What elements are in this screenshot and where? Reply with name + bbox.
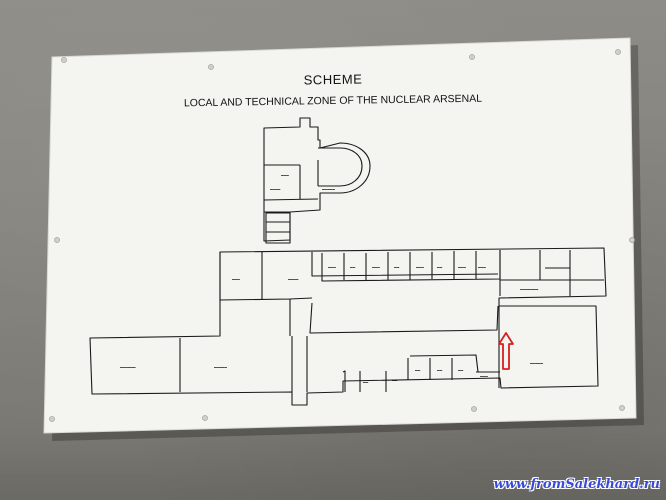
- svg-text:▬▬▬▬▬: ▬▬▬▬▬: [322, 188, 335, 191]
- svg-text:▬▬▬▬▬▬: ▬▬▬▬▬▬: [120, 366, 136, 369]
- board-panel: [43, 37, 637, 434]
- svg-text:▬▬▬: ▬▬▬: [328, 266, 336, 269]
- main-building: [89, 247, 607, 406]
- svg-text:▬▬▬▬▬: ▬▬▬▬▬: [530, 362, 543, 365]
- svg-text:▬▬: ▬▬: [437, 369, 443, 372]
- wall-shadow: [0, 430, 666, 500]
- svg-text:▬▬: ▬▬: [415, 369, 421, 372]
- svg-text:▬▬▬▬: ▬▬▬▬: [288, 278, 299, 281]
- svg-text:▬▬▬: ▬▬▬: [281, 174, 289, 177]
- svg-text:▬▬: ▬▬: [458, 369, 464, 372]
- svg-text:▬▬▬: ▬▬▬: [458, 266, 466, 269]
- screw-icon: [49, 49, 635, 422]
- you-are-here-arrow-icon: [498, 332, 514, 370]
- room-labels: ▬▬▬ ▬▬▬▬ ▬▬▬▬▬ ▬▬▬ ▬▬▬▬ ▬▬▬ ▬▬ ▬▬▬ ▬▬ ▬▬…: [120, 174, 543, 384]
- svg-text:▬▬: ▬▬: [394, 266, 400, 269]
- upper-wing-rooms: [263, 160, 319, 213]
- svg-text:▬▬▬▬: ▬▬▬▬: [270, 188, 281, 191]
- svg-text:▬▬: ▬▬: [392, 379, 398, 382]
- right-block: [499, 250, 604, 296]
- svg-text:▬▬: ▬▬: [350, 266, 356, 269]
- svg-text:▬▬▬▬▬▬▬: ▬▬▬▬▬▬▬: [520, 288, 539, 291]
- floor-plan: [89, 117, 607, 406]
- bottom-rooms: [342, 354, 500, 392]
- svg-text:▬▬▬: ▬▬▬: [480, 375, 488, 378]
- svg-text:▬▬▬: ▬▬▬: [372, 266, 380, 269]
- watermark: www.fromSalekhard.ru: [493, 477, 660, 492]
- svg-text:▬▬▬▬▬: ▬▬▬▬▬: [214, 366, 227, 369]
- small-rooms: [265, 212, 291, 244]
- top-rooms: [321, 250, 501, 282]
- upper-wing: [263, 117, 371, 242]
- upper-wing-inner: [318, 147, 363, 187]
- svg-text:▬▬▬: ▬▬▬: [232, 278, 240, 281]
- corridor-wall: [219, 252, 499, 392]
- svg-text:▬▬▬: ▬▬▬: [416, 266, 424, 269]
- svg-text:▬▬: ▬▬: [437, 266, 443, 269]
- svg-text:▬▬: ▬▬: [363, 381, 369, 384]
- svg-text:▬▬▬: ▬▬▬: [478, 266, 486, 269]
